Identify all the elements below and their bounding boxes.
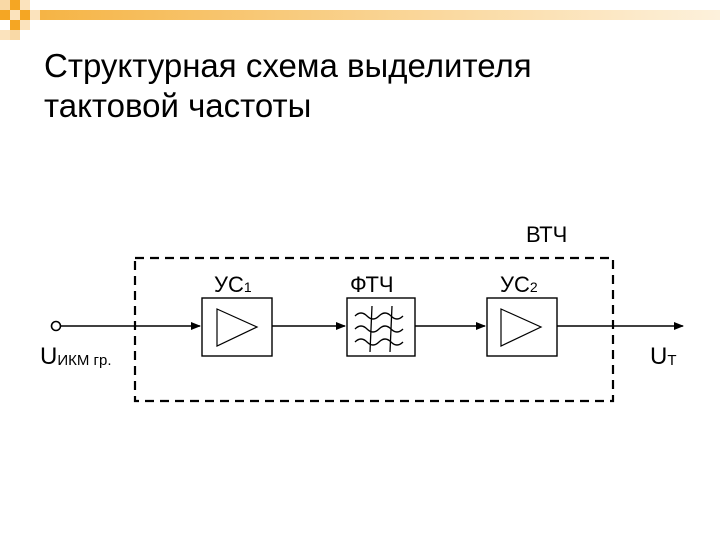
deco-square <box>10 10 20 20</box>
amplifier-triangle-icon <box>500 308 543 347</box>
amplifier-1-label: УС1 <box>214 272 252 297</box>
input-signal-label: UИКМ гр. <box>40 343 112 370</box>
output-label-sub: Т <box>667 352 676 369</box>
deco-square <box>0 30 10 40</box>
title-line-2: тактовой частоты <box>44 87 312 124</box>
amplifier-1-label-main: УС <box>214 272 244 297</box>
amplifier-triangle-icon <box>216 308 259 347</box>
deco-square <box>20 0 30 10</box>
amplifier-2-label-sub: 2 <box>530 279 538 295</box>
amplifier-2-label-main: УС <box>500 272 530 297</box>
deco-square <box>0 0 10 10</box>
amplifier-2-block <box>486 297 558 357</box>
header-decoration <box>0 0 720 40</box>
deco-square <box>10 30 20 40</box>
enclosure-dashed-box <box>133 256 615 403</box>
enclosure-label: ВТЧ <box>526 222 567 247</box>
input-label-main: U <box>40 343 57 370</box>
input-terminal-icon <box>50 320 62 332</box>
deco-square <box>0 10 10 20</box>
amplifier-2-label: УС2 <box>500 272 538 297</box>
page-title: Структурная схема выделителя тактовой ча… <box>44 46 684 126</box>
deco-square <box>20 20 30 30</box>
amplifier-1-label-sub: 1 <box>244 279 252 295</box>
deco-square <box>10 0 20 10</box>
deco-square <box>10 20 20 30</box>
title-line-1: Структурная схема выделителя <box>44 47 532 84</box>
filter-wave-icon <box>354 305 404 353</box>
amplifier-1-block <box>201 297 273 357</box>
header-gradient-bar <box>40 10 720 20</box>
deco-square <box>30 10 40 20</box>
input-label-sub: ИКМ гр. <box>57 352 111 369</box>
filter-label: ФТЧ <box>350 272 394 297</box>
output-signal-label: UТ <box>650 343 677 370</box>
deco-square <box>20 10 30 20</box>
output-label-main: U <box>650 343 667 370</box>
